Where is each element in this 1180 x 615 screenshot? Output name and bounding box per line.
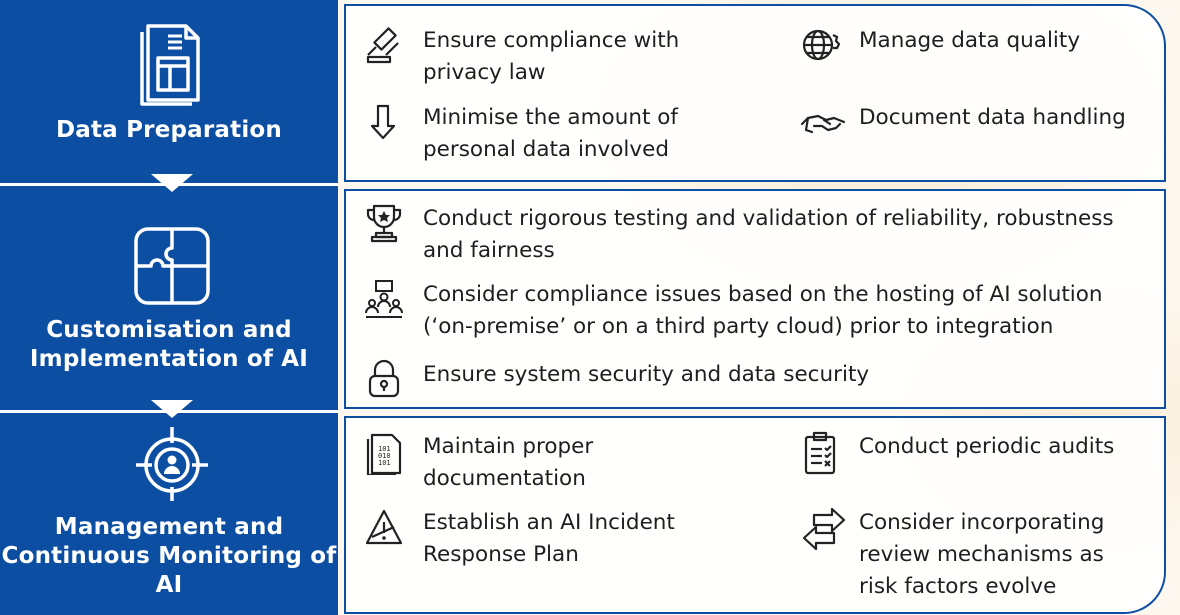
list-item: Minimise the amount of personal data inv… xyxy=(364,102,744,166)
globe-gear-icon xyxy=(800,25,840,65)
team-meeting-icon xyxy=(364,279,404,319)
item-text: Maintain proper documentation xyxy=(423,434,594,491)
list-item: Manage data quality xyxy=(800,25,1150,65)
svg-text:010: 010 xyxy=(378,452,391,460)
padlock-icon xyxy=(364,359,404,399)
item-text: Minimise the amount of personal data inv… xyxy=(423,105,678,162)
document-icon xyxy=(138,20,204,106)
item-text: Consider incorporating review mechanisms… xyxy=(859,510,1105,599)
stage-arrow xyxy=(151,400,193,418)
list-item: Consider incorporating review mechanisms… xyxy=(800,507,1150,603)
item-text: Ensure system security and data security xyxy=(423,362,870,387)
gavel-icon xyxy=(364,25,404,65)
item-text: Ensure compliance with privacy law xyxy=(423,28,680,85)
svg-text:101: 101 xyxy=(378,459,391,467)
item-text: Manage data quality xyxy=(859,28,1081,53)
down-arrow-icon xyxy=(364,102,404,142)
puzzle-icon xyxy=(133,226,211,306)
list-item: Conduct periodic audits xyxy=(800,431,1150,475)
target-icon xyxy=(134,423,210,503)
stage-title: Customisation and Implementation of AI xyxy=(29,317,309,372)
stage-arrow xyxy=(151,174,193,192)
list-item: Conduct rigorous testing and validation … xyxy=(364,203,1154,267)
stage-title: Data Preparation xyxy=(55,117,283,143)
binary-file-icon: 101 010 101 xyxy=(364,431,404,475)
warning-icon xyxy=(364,507,404,547)
item-text: Document data handling xyxy=(859,105,1126,130)
swap-arrows-icon xyxy=(800,507,846,551)
trophy-icon xyxy=(364,203,404,243)
checklist-icon xyxy=(800,431,840,475)
stage-panel xyxy=(344,4,1166,182)
svg-text:101: 101 xyxy=(378,445,391,453)
stage-title: Management and Continuous Monitoring of … xyxy=(1,514,337,598)
stage-panel xyxy=(344,189,1166,409)
list-item: Ensure compliance with privacy law xyxy=(364,25,744,89)
item-text: Conduct rigorous testing and validation … xyxy=(423,206,1114,263)
stage-panel xyxy=(344,416,1166,614)
item-text: Consider compliance issues based on the … xyxy=(423,282,1103,339)
list-item: Document data handling xyxy=(800,102,1160,142)
list-item: Establish an AI Incident Response Plan xyxy=(364,507,744,571)
item-text: Conduct periodic audits xyxy=(859,434,1115,459)
list-item: Ensure system security and data security xyxy=(364,359,1154,399)
list-item: Consider compliance issues based on the … xyxy=(364,279,1154,343)
item-text: Establish an AI Incident Response Plan xyxy=(423,510,675,567)
handshake-icon xyxy=(800,102,846,142)
list-item: 101 010 101 Maintain proper documentatio… xyxy=(364,431,744,495)
